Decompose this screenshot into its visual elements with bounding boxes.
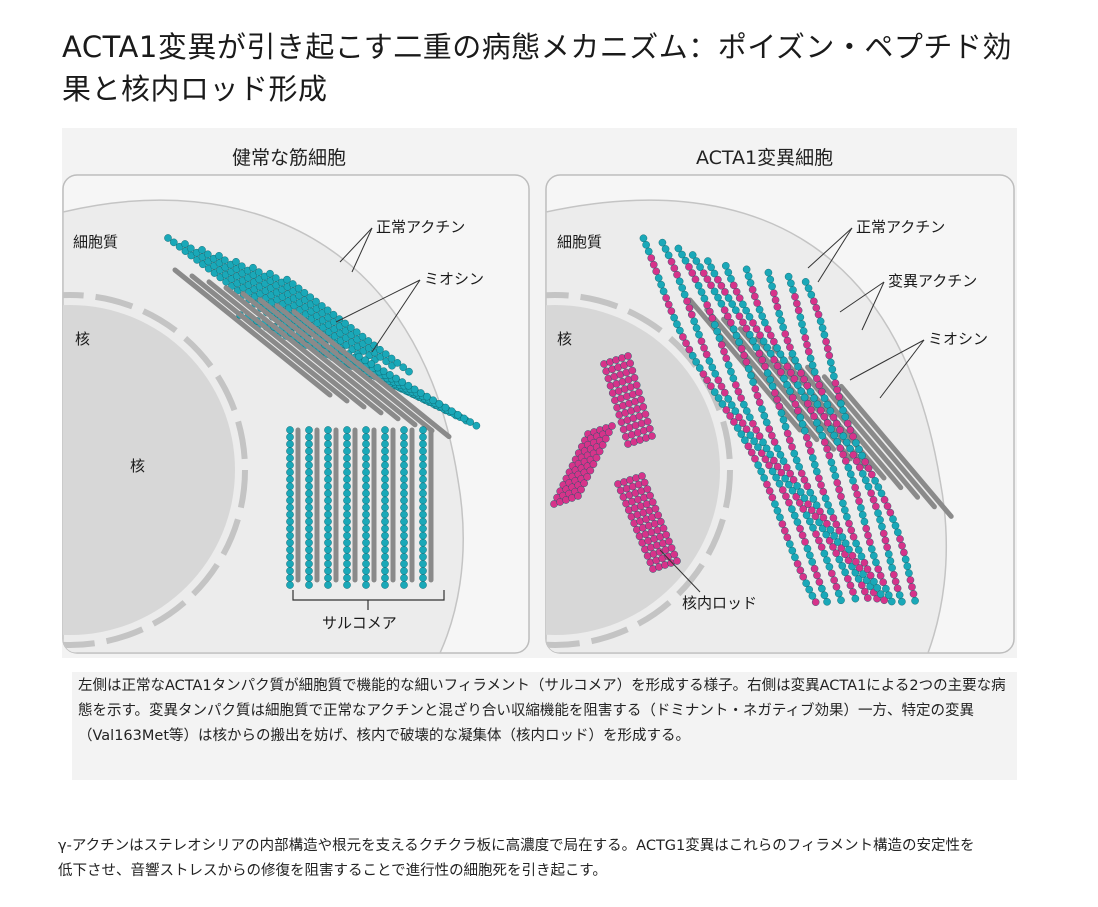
left-leader-lines <box>335 227 421 353</box>
right-panel: 細胞質 核 正常アクチン 変異アクチン ミオシン 核内ロッド <box>545 174 1015 654</box>
right-filaments <box>550 234 954 606</box>
page-title: ACTA1変異が引き起こす二重の病態メカニズム：ポイズン・ペプチド効果と核内ロッ… <box>62 30 1012 106</box>
left-nuclear-envelope <box>63 292 248 648</box>
sarcomere-bracket <box>292 590 445 610</box>
right-normal-actin-label: 正常アクチン <box>856 218 945 236</box>
right-panel-title: ACTA1変異細胞 <box>696 147 834 169</box>
left-nucleus-edge-label: 核 <box>75 330 90 348</box>
nuclear-rod-label: 核内ロッド <box>682 594 757 612</box>
left-panel-title: 健常な筋細胞 <box>232 147 347 169</box>
right-leader-lines <box>659 227 925 593</box>
figure-caption: 左側は正常なACTA1タンパク質が細胞質で機能的な細いフィラメント（サルコメア）… <box>72 672 1017 780</box>
body-paragraph: γ-アクチンはステレオシリアの内部構造や根元を支えるクチクラ板に高濃度で局在する… <box>58 838 975 879</box>
left-myosin-label: ミオシン <box>424 270 484 288</box>
left-nucleus-label: 核 <box>130 457 145 475</box>
left-normal-actin-label: 正常アクチン <box>376 218 465 236</box>
left-panel: 細胞質 核 核 正常アクチン ミオシン サルコメア <box>62 174 530 654</box>
right-cytoplasm-label: 細胞質 <box>557 233 602 251</box>
right-myosin-label: ミオシン <box>928 330 988 348</box>
left-nucleus <box>63 305 235 635</box>
right-nuclear-envelope <box>546 292 733 648</box>
left-cytoplasm-label: 細胞質 <box>73 233 118 251</box>
right-nucleus-label: 核 <box>557 330 572 348</box>
right-mutant-actin-label: 変異アクチン <box>888 272 977 290</box>
left-filaments <box>164 234 481 589</box>
sarcomere-label: サルコメア <box>322 614 397 632</box>
